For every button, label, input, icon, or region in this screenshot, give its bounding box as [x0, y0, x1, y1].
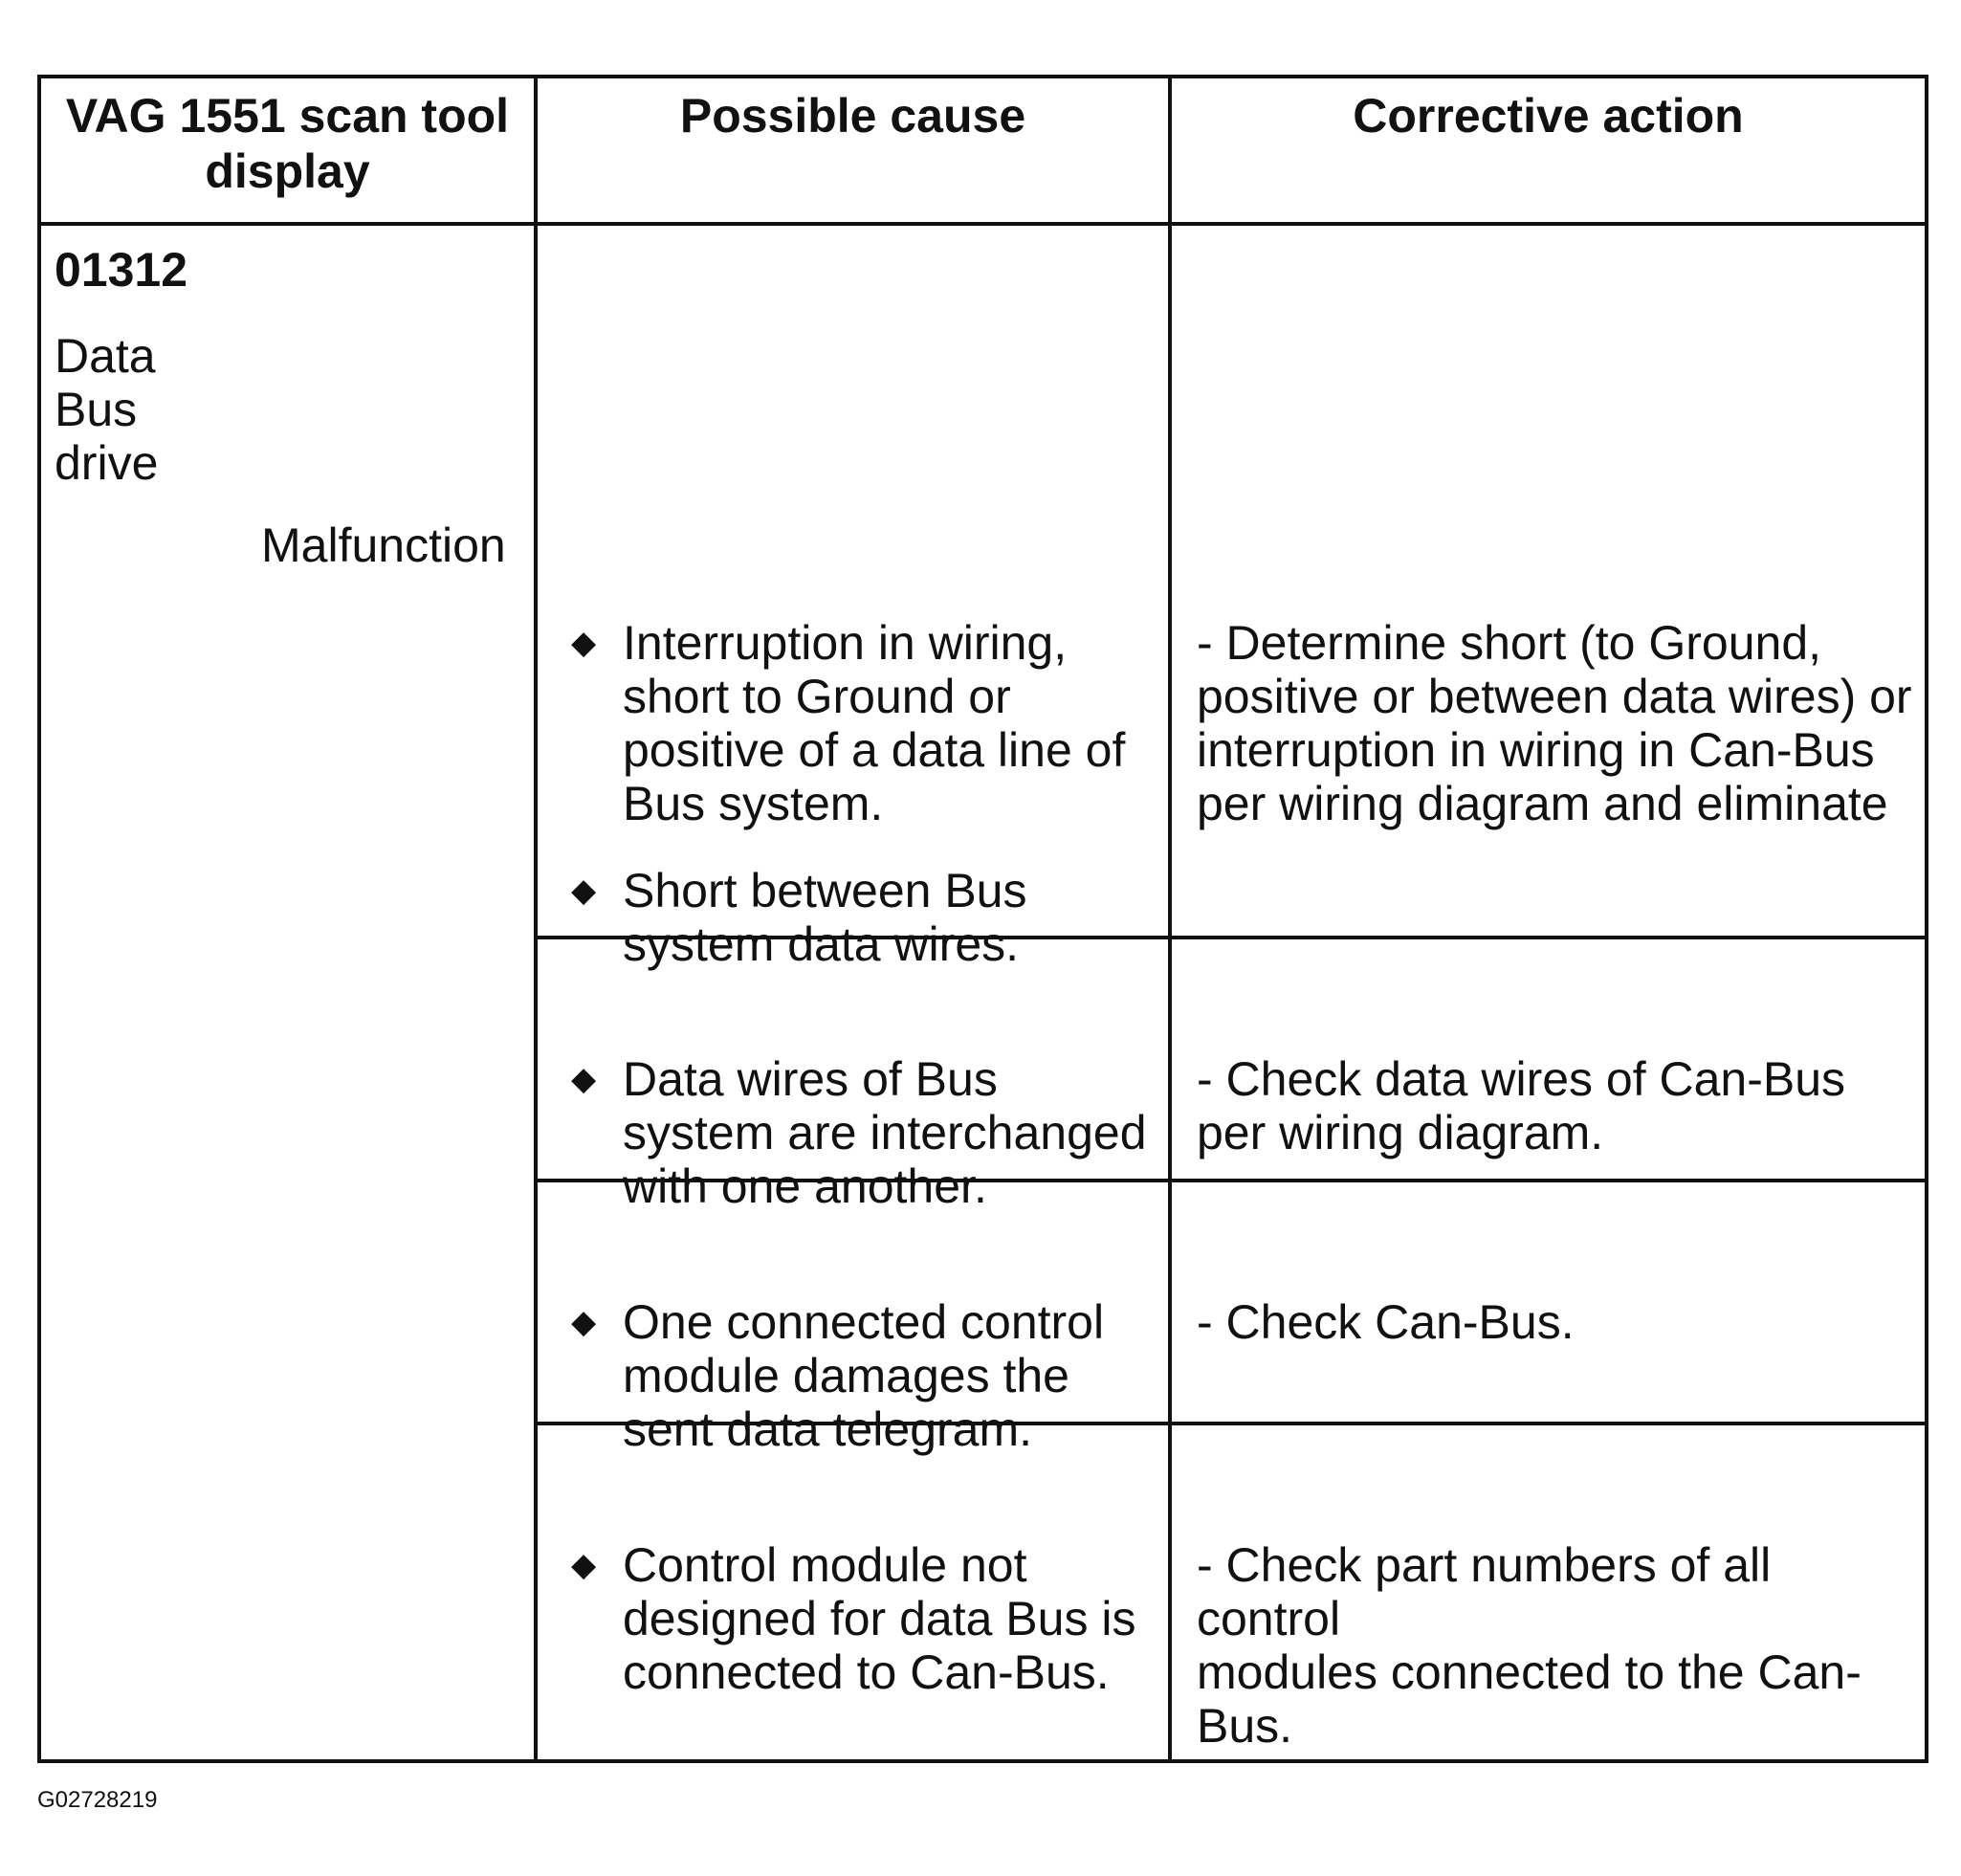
cause-cell-row-2: ◆ Data wires of Bus system are interchan… [538, 939, 1168, 1213]
diamond-bullet-icon: ◆ [571, 872, 597, 909]
row-divider-1 [534, 936, 1925, 939]
row-divider-3 [534, 1422, 1925, 1425]
cause-cell-row-4: ◆ Control module not designed for data B… [538, 1425, 1168, 1759]
diamond-bullet-icon: ◆ [571, 1304, 597, 1340]
diamond-bullet-icon: ◆ [571, 1547, 597, 1583]
row-divider-2 [534, 1179, 1925, 1182]
cause-text: Control module not designed for data Bus… [623, 1538, 1136, 1699]
action-text-row-2: - Check data wires of Can-Bus per wiring… [1197, 1052, 1846, 1159]
diamond-bullet-icon: ◆ [571, 1061, 597, 1097]
cause-cell-row-1: ◆ Interruption in wiring, short to Groun… [538, 226, 1168, 971]
figure-id: G02728219 [37, 1787, 158, 1813]
fault-description: Data Bus drive [55, 329, 159, 490]
fault-code: 01312 [55, 243, 188, 297]
header-possible-cause: Possible cause [679, 89, 1026, 143]
column-divider-2 [1168, 78, 1172, 1759]
action-text-row-4: - Check part numbers of all control modu… [1197, 1538, 1862, 1753]
cause-text: One connected control module damages the… [623, 1295, 1105, 1456]
fault-status: Malfunction [261, 519, 506, 572]
header-scan-tool-display: VAG 1551 scan tool display [65, 89, 510, 198]
action-text-row-3: - Check Can-Bus. [1197, 1295, 1575, 1349]
diamond-bullet-icon: ◆ [571, 625, 597, 661]
cause-text: Data wires of Bus system are interchange… [623, 1052, 1147, 1213]
action-text-row-1: - Determine short (to Ground, positive o… [1197, 616, 1912, 830]
cause-text: Short between Bus system data wires. [623, 864, 1027, 971]
cause-cell-row-3: ◆ One connected control module damages t… [538, 1182, 1168, 1456]
header-divider [41, 222, 1925, 226]
header-corrective-action: Corrective action [1353, 89, 1744, 143]
cause-text: Interruption in wiring, short to Ground … [623, 616, 1126, 830]
column-divider-1 [534, 78, 538, 1759]
diagnostic-table: VAG 1551 scan tool display Possible caus… [37, 75, 1928, 1763]
